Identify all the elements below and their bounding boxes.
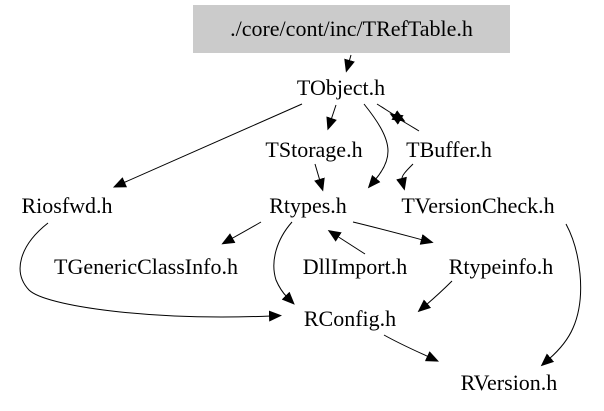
- edge-riosfwd-to-rconfig: [19, 222, 282, 322]
- node-tobject-h[interactable]: TObject.h: [296, 75, 386, 100]
- node-tbuffer-h[interactable]: TBuffer.h: [406, 137, 492, 162]
- node-rconfig-h[interactable]: RConfig.h: [303, 306, 397, 331]
- edge-tobject-to-riosfwd: [112, 103, 303, 188]
- node-rtypeinfo-h[interactable]: Rtypeinfo.h: [448, 254, 554, 279]
- edge-rtypes-to-rtypeinfo: [352, 221, 434, 245]
- node-treftable-h[interactable]: ./core/cont/inc/TRefTable.h: [193, 5, 510, 53]
- node-rtypes-h[interactable]: Rtypes.h: [269, 193, 347, 218]
- node-dllimport-h[interactable]: DllImport.h: [302, 254, 408, 279]
- edge-tstorage-to-rtypes: [314, 163, 325, 192]
- edge-rtypeinfo-to-rconfig: [417, 280, 453, 313]
- edge-tbuffer-to-tversioncheck: [396, 163, 414, 191]
- edge-rtypes-to-tgenericclassinfo: [221, 221, 262, 245]
- edge-tobject-to-rtypes: [363, 103, 389, 189]
- node-riosfwd-h[interactable]: Riosfwd.h: [21, 193, 113, 218]
- edge-tversioncheck-to-rversion: [540, 223, 582, 367]
- node-tstorage-h[interactable]: TStorage.h: [265, 137, 363, 162]
- edge-rconfig-to-rversion: [383, 334, 439, 362]
- node-tgenericclassinfo-h[interactable]: TGenericClassInfo.h: [54, 254, 238, 279]
- edge-reftable-to-tobject: [344, 54, 355, 73]
- edge-dllimport-to-rtypes: [327, 230, 366, 255]
- edge-tobject-to-tstorage: [326, 104, 337, 131]
- edge-rtypes-to-rconfig: [273, 221, 295, 305]
- node-tversioncheck-h[interactable]: TVersionCheck.h: [401, 193, 555, 218]
- edge-tbuffer-to-tobject: [389, 113, 420, 132]
- node-rversion-h[interactable]: RVersion.h: [460, 370, 558, 395]
- edge-tobject-to-tbuffer: [376, 103, 406, 122]
